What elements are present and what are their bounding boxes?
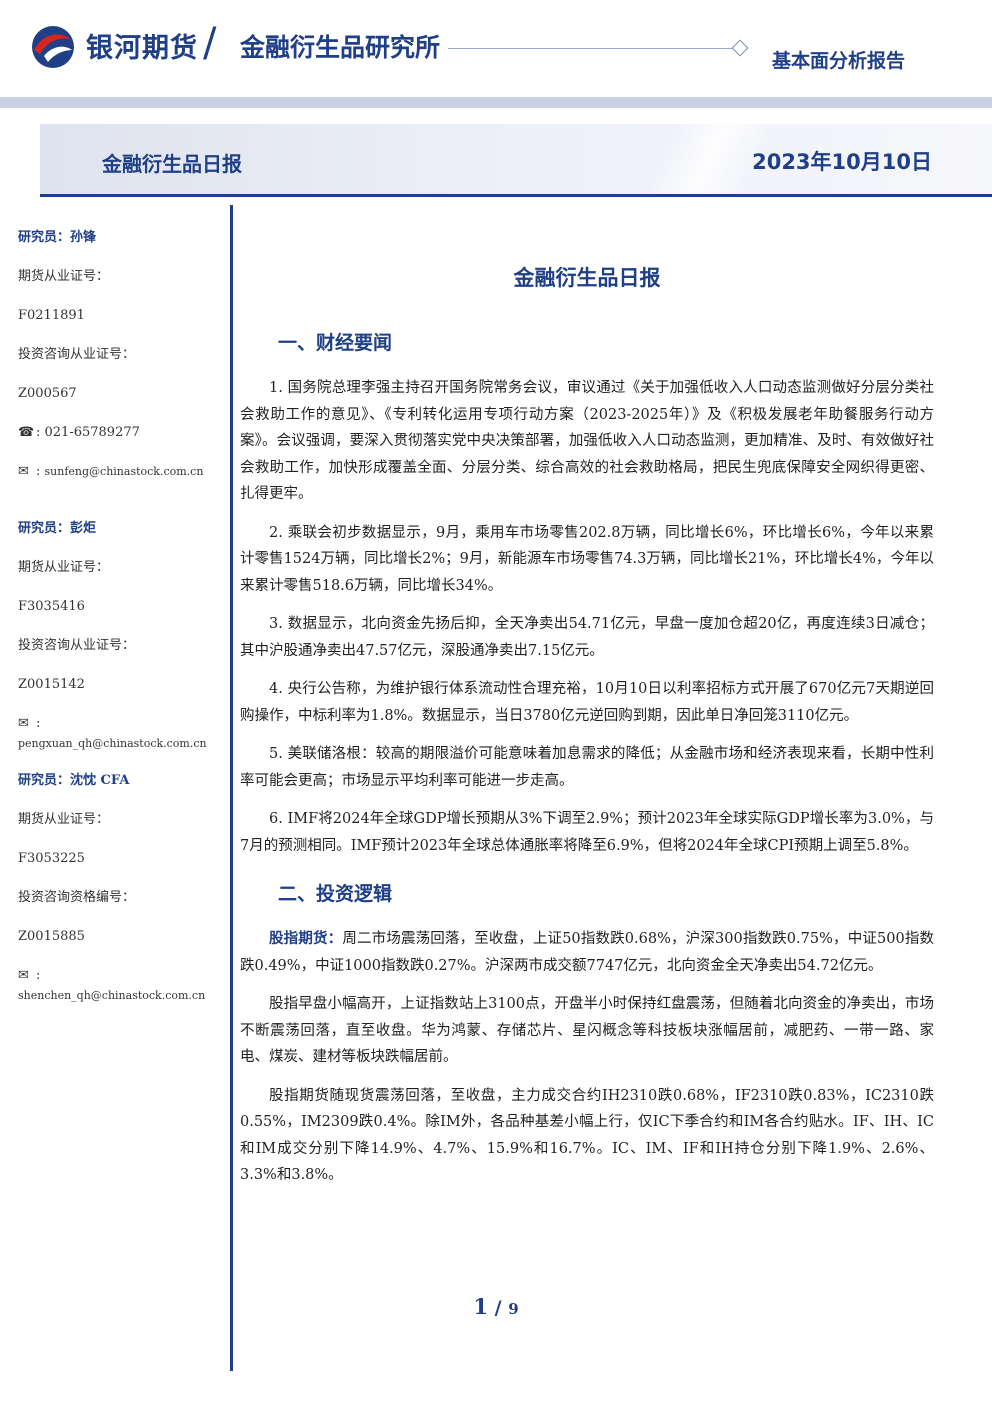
invest-license-id: Z0015142 <box>18 677 85 692</box>
invest-license-id: Z0015885 <box>18 929 85 944</box>
report-body: 金融衍生品日报 一、财经要闻 1. 国务院总理李强主持召开国务院常务会议，审议通… <box>240 262 934 1201</box>
page-separator: / <box>494 1297 502 1319</box>
header-band <box>0 97 992 108</box>
header-divider-line <box>448 48 734 49</box>
section-heading: 二、投资逻辑 <box>278 883 393 905</box>
logic-lead: 股指期货： <box>269 930 343 947</box>
analyst-name: 研究员：孙锋 <box>18 230 97 245</box>
logic-paragraph: 股指早盘小幅高开，上证指数站上3100点，开盘半小时保持红盘震荡，但随着北向资金… <box>240 996 934 1065</box>
invest-license-id: Z000567 <box>18 386 77 401</box>
news-item: 2. 乘联会初步数据显示，9月，乘用车市场零售202.8万辆，同比增长6%，环比… <box>240 524 934 594</box>
analyst-name: 研究员：彭炬 <box>18 521 97 536</box>
galaxy-logo-icon <box>32 26 74 68</box>
futures-license-label: 期货从业证号： <box>18 269 110 284</box>
email-link[interactable]: pengxuan_qh@chinastock.com.cn <box>18 737 207 750</box>
phone-row: ☎: 021-65789277 <box>18 423 228 462</box>
email-row: ✉: pengxuan_qh@chinastock.com.cn <box>18 716 207 750</box>
banner-title: 金融衍生品日报 <box>102 152 242 176</box>
email-icon: ✉ <box>18 968 29 983</box>
banner-decoration <box>600 124 820 194</box>
document-title: 金融衍生品日报 <box>513 266 661 290</box>
email-link[interactable]: shenchen_qh@chinastock.com.cn <box>18 989 206 1002</box>
news-item: 1. 国务院总理李强主持召开国务院常务会议，审议通过《关于加强低收入人口动态监测… <box>240 380 934 502</box>
banner-date: 2023年10月10日 <box>752 150 932 174</box>
email-icon: ✉ <box>18 716 29 731</box>
page-current: 1 <box>473 1294 488 1319</box>
logic-paragraph: 股指期货随现货震荡回落，至收盘，主力成交合约IH2310跌0.68%，IF231… <box>240 1087 934 1184</box>
futures-license-id: F0211891 <box>18 308 85 323</box>
invest-license-label: 投资咨询从业证号： <box>18 347 136 362</box>
email-link[interactable]: sunfeng@chinastock.com.cn <box>44 465 204 478</box>
futures-license-label: 期货从业证号： <box>18 560 110 575</box>
email-row: ✉: sunfeng@chinastock.com.cn <box>18 462 228 501</box>
news-item: 4. 央行公告称，为维护银行体系流动性合理充裕，10月10日以利率招标方式开展了… <box>240 681 934 724</box>
sidebar-divider <box>230 205 233 1371</box>
analyst-card: 研究员：沈忱 CFA 期货从业证号： F3053225 投资咨询资格编号： Z0… <box>18 771 228 1005</box>
email-row: ✉: shenchen_qh@chinastock.com.cn <box>18 968 206 1002</box>
email-icon: ✉ <box>18 464 29 479</box>
section-heading: 一、财经要闻 <box>278 332 393 354</box>
logic-text: 周二市场震荡回落，至收盘，上证50指数跌0.68%，沪深300指数跌0.75%，… <box>240 931 935 974</box>
invest-license-label: 投资咨询从业证号： <box>18 638 136 653</box>
invest-license-label: 投资咨询资格编号： <box>18 890 136 905</box>
futures-license-id: F3035416 <box>18 599 85 614</box>
analyst-sidebar: 研究员：孙锋 期货从业证号： F0211891 投资咨询从业证号： Z00056… <box>18 228 228 1023</box>
news-item: 5. 美联储洛根：较高的期限溢价可能意味着加息需求的降低；从金融市场和经济表现来… <box>240 746 934 789</box>
news-item: 6. IMF将2024年全球GDP增长预期从3%下调至2.9%；预计2023年全… <box>240 811 934 854</box>
page-total: 9 <box>508 1300 519 1318</box>
report-type: 基本面分析报告 <box>772 50 906 72</box>
logic-paragraph: 股指期货：周二市场震荡回落，至收盘，上证50指数跌0.68%，沪深300指数跌0… <box>240 926 934 979</box>
institute-name: 金融衍生品研究所 <box>240 33 441 62</box>
analyst-card: 研究员：孙锋 期货从业证号： F0211891 投资咨询从业证号： Z00056… <box>18 228 228 501</box>
futures-license-label: 期货从业证号： <box>18 812 110 827</box>
header-slash: / <box>203 20 217 66</box>
phone-number: 021-65789277 <box>44 425 140 440</box>
analyst-card: 研究员：彭炬 期货从业证号： F3035416 投资咨询从业证号： Z00151… <box>18 519 228 753</box>
header-diamond-icon <box>731 39 749 57</box>
futures-license-id: F3053225 <box>18 851 85 866</box>
page-number: 1 / 9 <box>0 1294 992 1319</box>
news-item: 3. 数据显示，北向资金先扬后抑，全天净卖出54.71亿元，早盘一度加仓超20亿… <box>240 616 934 659</box>
analyst-name: 研究员：沈忱 CFA <box>18 773 130 788</box>
company-name: 银河期货 <box>86 33 198 64</box>
title-banner: 金融衍生品日报 2023年10月10日 <box>40 124 992 197</box>
phone-icon: ☎ <box>18 425 35 440</box>
